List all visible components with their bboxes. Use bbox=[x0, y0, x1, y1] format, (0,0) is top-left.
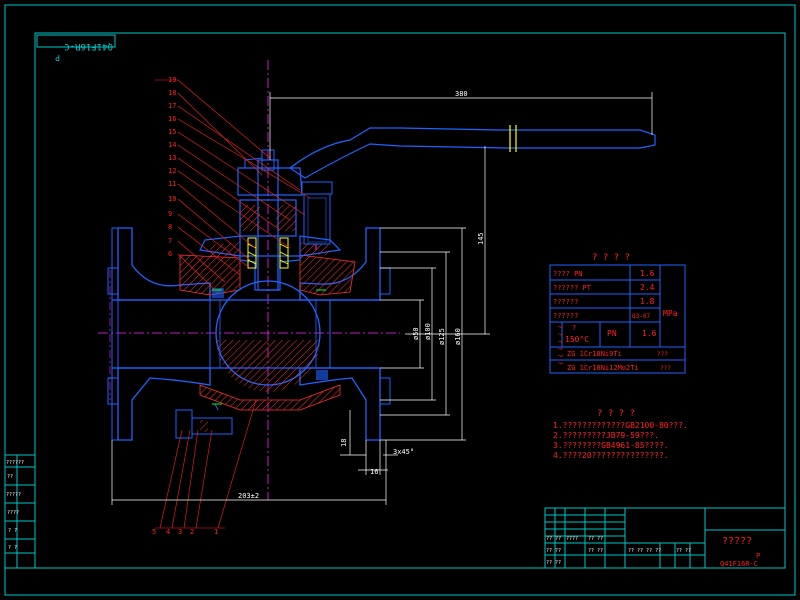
title-p: P bbox=[756, 552, 760, 560]
dim-d160: ø160 bbox=[454, 328, 462, 345]
left-side-table: ?????? ?? ????? ???? ? ? ? ? bbox=[4, 454, 36, 569]
tb-cell-7: ?? ?? bbox=[676, 548, 691, 554]
balloon-11: 11 bbox=[168, 180, 176, 188]
tb-cell-3: ?? ?? bbox=[546, 548, 561, 554]
dim-chamfer: 3x45° bbox=[393, 448, 414, 456]
leader-lines bbox=[155, 79, 311, 529]
note-1: 1.?????????????GB2100-80???. bbox=[553, 421, 688, 430]
left-table-row-5: ? ? bbox=[8, 545, 17, 551]
left-table-row-3: ???? bbox=[7, 510, 19, 516]
spec-row-0-label: ???? PN bbox=[553, 270, 583, 278]
note-4: 4.????20???????????????. bbox=[553, 451, 669, 460]
dim-handle-length: 380 bbox=[455, 90, 468, 98]
drawing-number: Q41F16R-C bbox=[720, 560, 758, 568]
spec-row-0-value: 1.6 bbox=[640, 269, 655, 278]
balloon-3: 3 bbox=[178, 528, 182, 536]
spec-table: ? ? ? ? ???? PN 1.6 ?????? PT 2.4 ??????… bbox=[549, 253, 686, 374]
title-block: ?? ?? ???? ?? ?? ?? ?? ?? ?? ?? ?? ?? ??… bbox=[544, 507, 786, 569]
balloon-19: 19 bbox=[168, 76, 176, 84]
spec-row-2-label: ?????? bbox=[553, 298, 578, 306]
balloon-8: 8 bbox=[168, 223, 172, 231]
tb-cell-4: ?? ?? bbox=[588, 548, 603, 554]
balloon-10: 10 bbox=[168, 195, 176, 203]
spec-side-q: ? ? ? ? ? ? bbox=[556, 325, 563, 365]
tb-cell-0: ?? ?? bbox=[546, 536, 561, 542]
spec-row-3-value: Q3-07 bbox=[632, 313, 650, 320]
spec-temp: 150°C bbox=[565, 335, 589, 344]
dim-d50: ø50 bbox=[412, 327, 420, 340]
balloon-15: 15 bbox=[168, 128, 176, 136]
spec-pn-value: 1.6 bbox=[642, 329, 657, 338]
note-2: 2.?????????JB79-59???. bbox=[553, 431, 659, 440]
spec-material-1: ZG 1Cr18Ni12Mo2Ti bbox=[567, 364, 639, 372]
balloon-2: 2 bbox=[190, 528, 194, 536]
lower-balloons: 5 4 3 2 1 bbox=[152, 528, 218, 536]
left-table-row-4: ? ? bbox=[8, 528, 17, 534]
note-3: 3.????????GB4961-85????. bbox=[553, 441, 669, 450]
technical-notes: ? ? ? ? 1.?????????????GB2100-80???. 2.?… bbox=[553, 409, 688, 460]
spec-material-0-note: ??? bbox=[657, 351, 668, 358]
dimension-labels: 380 145 ø50 ø100 ø125 ø160 18 16 3x45° 2… bbox=[238, 90, 485, 500]
outer-frame bbox=[4, 4, 796, 596]
balloon-1: 1 bbox=[214, 528, 218, 536]
tb-cell-5: ?? ?? bbox=[546, 560, 561, 566]
dim-height: 145 bbox=[477, 232, 485, 245]
svg-text:Q41F16R-C: Q41F16R-C bbox=[64, 41, 113, 51]
balloon-5: 5 bbox=[152, 528, 156, 536]
left-table-row-2: ????? bbox=[6, 492, 21, 498]
balloon-12: 12 bbox=[168, 167, 176, 175]
left-table-row-0: ?????? bbox=[6, 460, 24, 466]
spec-row-2-value: 1.8 bbox=[640, 297, 655, 306]
valve-section-view bbox=[98, 60, 656, 500]
tb-cell-1: ???? bbox=[566, 536, 578, 542]
notes-heading: ? ? ? ? bbox=[597, 409, 635, 419]
balloon-17: 17 bbox=[168, 102, 176, 110]
spec-unit: MPa bbox=[663, 309, 678, 318]
spec-material-1-note: ??? bbox=[660, 365, 671, 372]
tb-cell-2: ?? ?? bbox=[588, 536, 603, 542]
spec-row-3-label: ?????? bbox=[553, 312, 578, 320]
spec-temp-q: ? bbox=[572, 324, 576, 332]
dim-d125: ø125 bbox=[438, 328, 446, 345]
tb-cell-6: ?? ?? ?? ?? bbox=[628, 548, 661, 554]
spec-table-heading: ? ? ? ? bbox=[592, 253, 630, 263]
spec-row-1-value: 2.4 bbox=[640, 283, 655, 292]
spec-pn-label: PN bbox=[607, 329, 617, 338]
svg-text:P: P bbox=[55, 53, 60, 62]
inner-frame bbox=[34, 32, 786, 569]
dim-left-18: 18 bbox=[340, 439, 348, 447]
spec-row-1-label: ?????? PT bbox=[553, 284, 592, 292]
balloon-9: 9 bbox=[168, 210, 172, 218]
left-table-row-1: ?? bbox=[7, 474, 13, 480]
title-cn: ????? bbox=[722, 536, 752, 547]
upper-balloons: 19 18 17 16 15 14 13 12 11 10 9 8 7 6 bbox=[168, 76, 176, 258]
balloon-16: 16 bbox=[168, 115, 176, 123]
dim-d100: ø100 bbox=[424, 323, 432, 340]
corner-stamp: Q41F16R-C P bbox=[36, 34, 116, 62]
balloon-14: 14 bbox=[168, 141, 176, 149]
spec-material-0: ZG 1Cr18Ni9Ti bbox=[567, 350, 622, 358]
balloon-7: 7 bbox=[168, 237, 172, 245]
dim-overall: 203±2 bbox=[238, 492, 259, 500]
dimensions bbox=[111, 92, 653, 505]
balloon-6: 6 bbox=[168, 250, 172, 258]
balloon-13: 13 bbox=[168, 154, 176, 162]
balloon-4: 4 bbox=[166, 528, 170, 536]
balloon-18: 18 bbox=[168, 89, 176, 97]
dim-bottom-16: 16 bbox=[370, 468, 378, 476]
